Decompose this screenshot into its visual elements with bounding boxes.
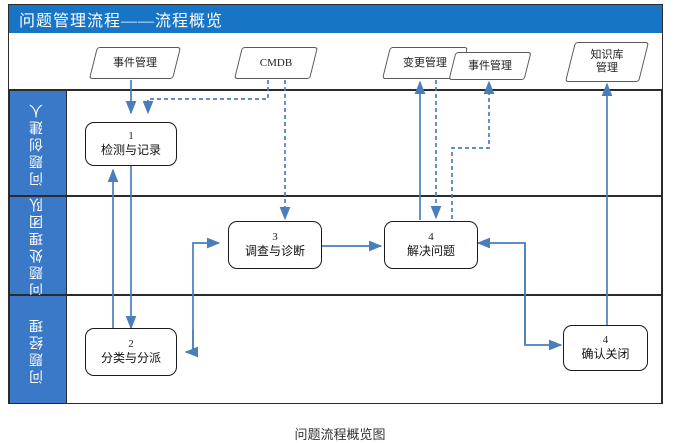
sidebar-item-lane-team[interactable]: 问题处理团队 xyxy=(9,194,67,297)
entity-knowledge-base-target[interactable]: 知识库 管理 xyxy=(565,42,649,82)
activity-confirm-close[interactable]: 4 确认关闭 xyxy=(563,325,648,371)
activity-investigate[interactable]: 3 调查与诊断 xyxy=(228,221,322,269)
external-entity-row xyxy=(9,33,662,90)
activity-label: 调查与诊断 xyxy=(244,244,305,259)
lane-label-creator: 问题创建人 xyxy=(30,100,45,186)
activity-label: 分类与分派 xyxy=(100,351,161,366)
entity-incident-management-source[interactable]: 事件管理 xyxy=(89,47,181,79)
sidebar-item-lane-manager[interactable]: 问题经理 xyxy=(9,295,67,404)
lane-label-manager: 问题经理 xyxy=(30,315,45,384)
page-title: 问题管理流程——流程概览 xyxy=(19,13,224,30)
activity-number: 4 xyxy=(428,230,434,243)
entity-label: 知识库 管理 xyxy=(590,49,624,74)
entity-incident-management-target[interactable]: 事件管理 xyxy=(448,52,532,80)
entity-label: CMDB xyxy=(259,56,293,69)
lane-body-team xyxy=(67,196,662,295)
activity-classify-assign[interactable]: 2 分类与分派 xyxy=(85,328,177,376)
activity-label: 检测与记录 xyxy=(100,143,161,158)
activity-number: 2 xyxy=(128,337,134,350)
activity-label: 解决问题 xyxy=(406,244,455,259)
activity-detect-record[interactable]: 1 检测与记录 xyxy=(85,122,177,166)
activity-resolve[interactable]: 4 解决问题 xyxy=(384,221,478,269)
sidebar-item-lane-creator[interactable]: 问题创建人 xyxy=(9,90,67,196)
entity-label: 事件管理 xyxy=(468,59,512,72)
entity-cmdb-source[interactable]: CMDB xyxy=(234,47,318,79)
activity-number: 4 xyxy=(602,333,609,346)
activity-number: 3 xyxy=(272,230,278,243)
lane-label-team: 问题处理团队 xyxy=(30,194,45,297)
diagram-title-bar: 问题管理流程——流程概览 xyxy=(9,5,662,33)
figure-caption: 问题流程概览图 xyxy=(294,427,386,442)
activity-number: 1 xyxy=(128,129,134,142)
entity-label: 事件管理 xyxy=(113,56,157,69)
activity-label: 确认关闭 xyxy=(581,347,630,362)
